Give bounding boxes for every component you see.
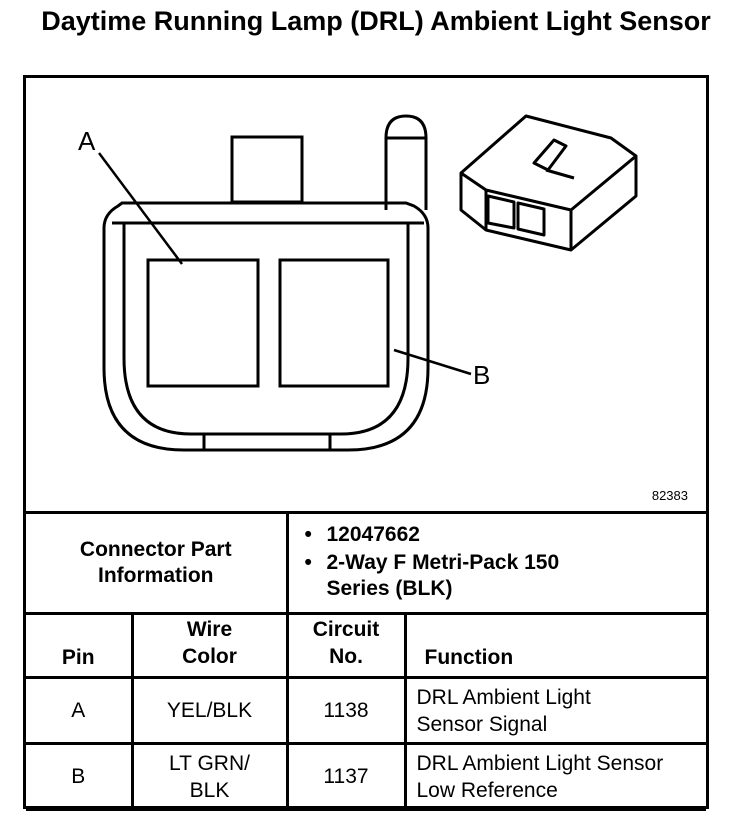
callout-lines <box>97 152 472 376</box>
table-row: A YEL/BLK 1138 DRL Ambient Light Sensor … <box>26 676 706 745</box>
wire-color-cell: LT GRN/ BLK <box>130 742 289 811</box>
header-wire-color: Wire Color <box>130 612 289 679</box>
callout-b-label: B <box>473 360 490 390</box>
function-cell: DRL Ambient Light Sensor Low Reference <box>403 742 706 811</box>
table-row: B LT GRN/ BLK 1137 DRL Ambient Light Sen… <box>26 742 706 811</box>
header-circuit-no: Circuit No. <box>285 612 407 679</box>
connector-info-values: 12047662 2-Way F Metri-Pack 150 Series (… <box>285 511 707 615</box>
title-text: Daytime Running Lamp (DRL) Ambient Light… <box>41 6 711 36</box>
connector-info-row: Connector Part Information 12047662 2-Wa… <box>26 511 707 615</box>
pin-cell: B <box>26 742 134 811</box>
connector-diagram: A B <box>78 114 638 452</box>
function-cell: DRL Ambient Light Sensor Signal <box>403 676 706 745</box>
page-title: Daytime Running Lamp (DRL) Ambient Light… <box>0 6 752 37</box>
connector-info-list: 12047662 2-Way F Metri-Pack 150 Series (… <box>289 514 707 612</box>
pin-cell: A <box>26 676 134 745</box>
connector-table: Connector Part Information 12047662 2-Wa… <box>26 511 706 811</box>
connector-iso-drawing <box>459 114 638 252</box>
part-number: 12047662 <box>305 522 707 548</box>
connector-type: 2-Way F Metri-Pack 150 Series (BLK) <box>305 550 567 602</box>
connector-info-label: Connector Part Information <box>26 511 289 615</box>
wire-color-cell: YEL/BLK <box>130 676 289 745</box>
connector-face-drawing <box>102 114 430 452</box>
header-function: Function <box>403 612 706 679</box>
circuit-no-cell: 1137 <box>285 742 407 811</box>
callout-a-label: A <box>78 126 96 156</box>
circuit-no-cell: 1138 <box>285 676 407 745</box>
figure-number: 82383 <box>651 488 688 503</box>
table-header-row: Pin Wire Color Circuit No. Function <box>26 612 706 679</box>
header-pin: Pin <box>26 612 134 679</box>
connector-frame: A B 82383 Connector Part Information 120… <box>23 75 709 811</box>
